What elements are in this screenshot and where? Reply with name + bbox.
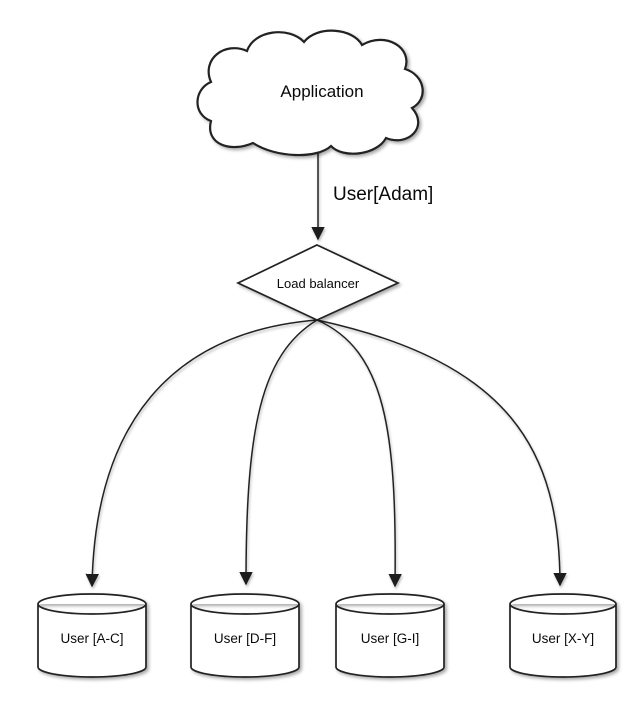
- shard-label-3: User [G-I]: [361, 631, 420, 646]
- shard-label-4: User [X-Y]: [532, 631, 594, 646]
- edge-loadbalancer-to-shard-3: [316, 319, 402, 588]
- edge-loadbalancer-to-shard-2: [239, 319, 318, 586]
- shard-label-2: User [D-F]: [214, 631, 276, 646]
- load-balancer-diamond-shape: [236, 244, 401, 321]
- edge-loadbalancer-to-shard-1: [85, 319, 318, 588]
- shard-label-1: User [A-C]: [60, 631, 123, 646]
- shard-cylinder-1: [37, 593, 147, 678]
- load-balancer-node-label: Load balancer: [277, 276, 360, 291]
- node-group: [37, 29, 617, 678]
- application-cloud-shape: [196, 29, 424, 157]
- edge-label-user-adam: User[Adam]: [333, 184, 433, 205]
- edge-loadbalancer-to-shard-4: [316, 319, 567, 587]
- shard-cylinder-2: [190, 593, 300, 678]
- application-node-label: Application: [280, 82, 363, 101]
- shard-cylinder-3: [335, 593, 445, 678]
- edge-group: [85, 150, 567, 588]
- shard-cylinder-4: [509, 593, 617, 678]
- label-group: Application User[Adam] Load balancer Use…: [60, 82, 594, 646]
